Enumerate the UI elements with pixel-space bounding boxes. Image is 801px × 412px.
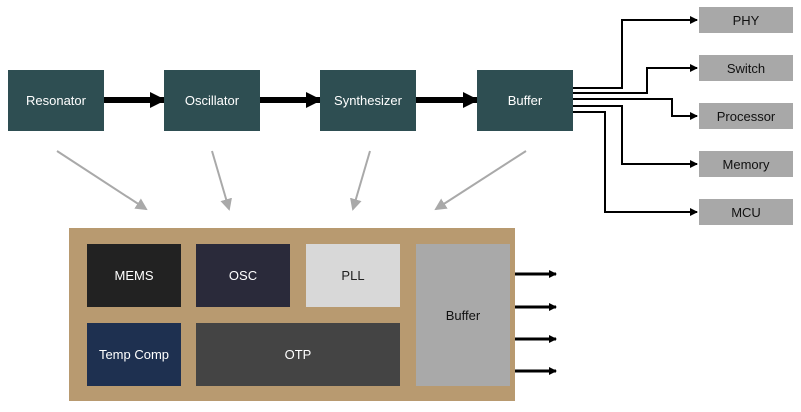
- output-processor-label: Processor: [716, 108, 776, 124]
- output-mcu: MCU: [699, 199, 793, 225]
- output-mcu-label: MCU: [731, 204, 761, 220]
- oscillator-label: Oscillator: [184, 93, 240, 108]
- oscillator-block: Oscillator: [164, 70, 260, 131]
- chip-otp-label: OTP: [284, 347, 312, 362]
- chip-osc-label: OSC: [228, 268, 258, 283]
- output-memory-label: Memory: [722, 156, 770, 172]
- chip-temp-comp-block: Temp Comp: [87, 323, 181, 386]
- resonator-label: Resonator: [26, 93, 86, 108]
- connector-buffer-to-memory: [572, 105, 698, 168]
- buffer-block: Buffer: [477, 70, 573, 131]
- gray-arrow-buffer: [434, 150, 527, 211]
- output-processor: Processor: [699, 103, 793, 129]
- synthesizer-block: Synthesizer: [320, 70, 416, 131]
- output-switch-label: Switch: [726, 60, 766, 76]
- gray-arrow-synthesizer: [350, 150, 371, 211]
- gray-arrow-oscillator: [211, 150, 232, 211]
- chip-temp-comp-label: Temp Comp: [98, 347, 170, 362]
- integrated-chip: MEMS OSC PLL Temp Comp OTP Buffer: [69, 228, 515, 401]
- resonator-block: Resonator: [8, 70, 104, 131]
- chip-pll-block: PLL: [306, 244, 400, 307]
- connector-buffer-to-mcu: [572, 111, 698, 216]
- chip-pll-label: PLL: [341, 268, 365, 283]
- chip-buffer-label: Buffer: [445, 307, 481, 323]
- chip-mems-block: MEMS: [87, 244, 181, 307]
- output-switch: Switch: [699, 55, 793, 81]
- output-phy: PHY: [699, 7, 793, 33]
- connector-buffer-to-switch: [572, 64, 698, 94]
- connector-buffer-to-processor: [572, 98, 698, 120]
- gray-arrow-resonator: [56, 150, 148, 211]
- chip-osc-block: OSC: [196, 244, 290, 307]
- output-memory: Memory: [699, 151, 793, 177]
- buffer-label: Buffer: [507, 93, 543, 108]
- synthesizer-label: Synthesizer: [334, 93, 402, 108]
- chip-otp-block: OTP: [196, 323, 400, 386]
- chip-buffer-block: Buffer: [416, 244, 510, 386]
- chip-mems-label: MEMS: [114, 268, 154, 283]
- connector-buffer-to-phy: [572, 16, 698, 89]
- output-phy-label: PHY: [732, 12, 760, 28]
